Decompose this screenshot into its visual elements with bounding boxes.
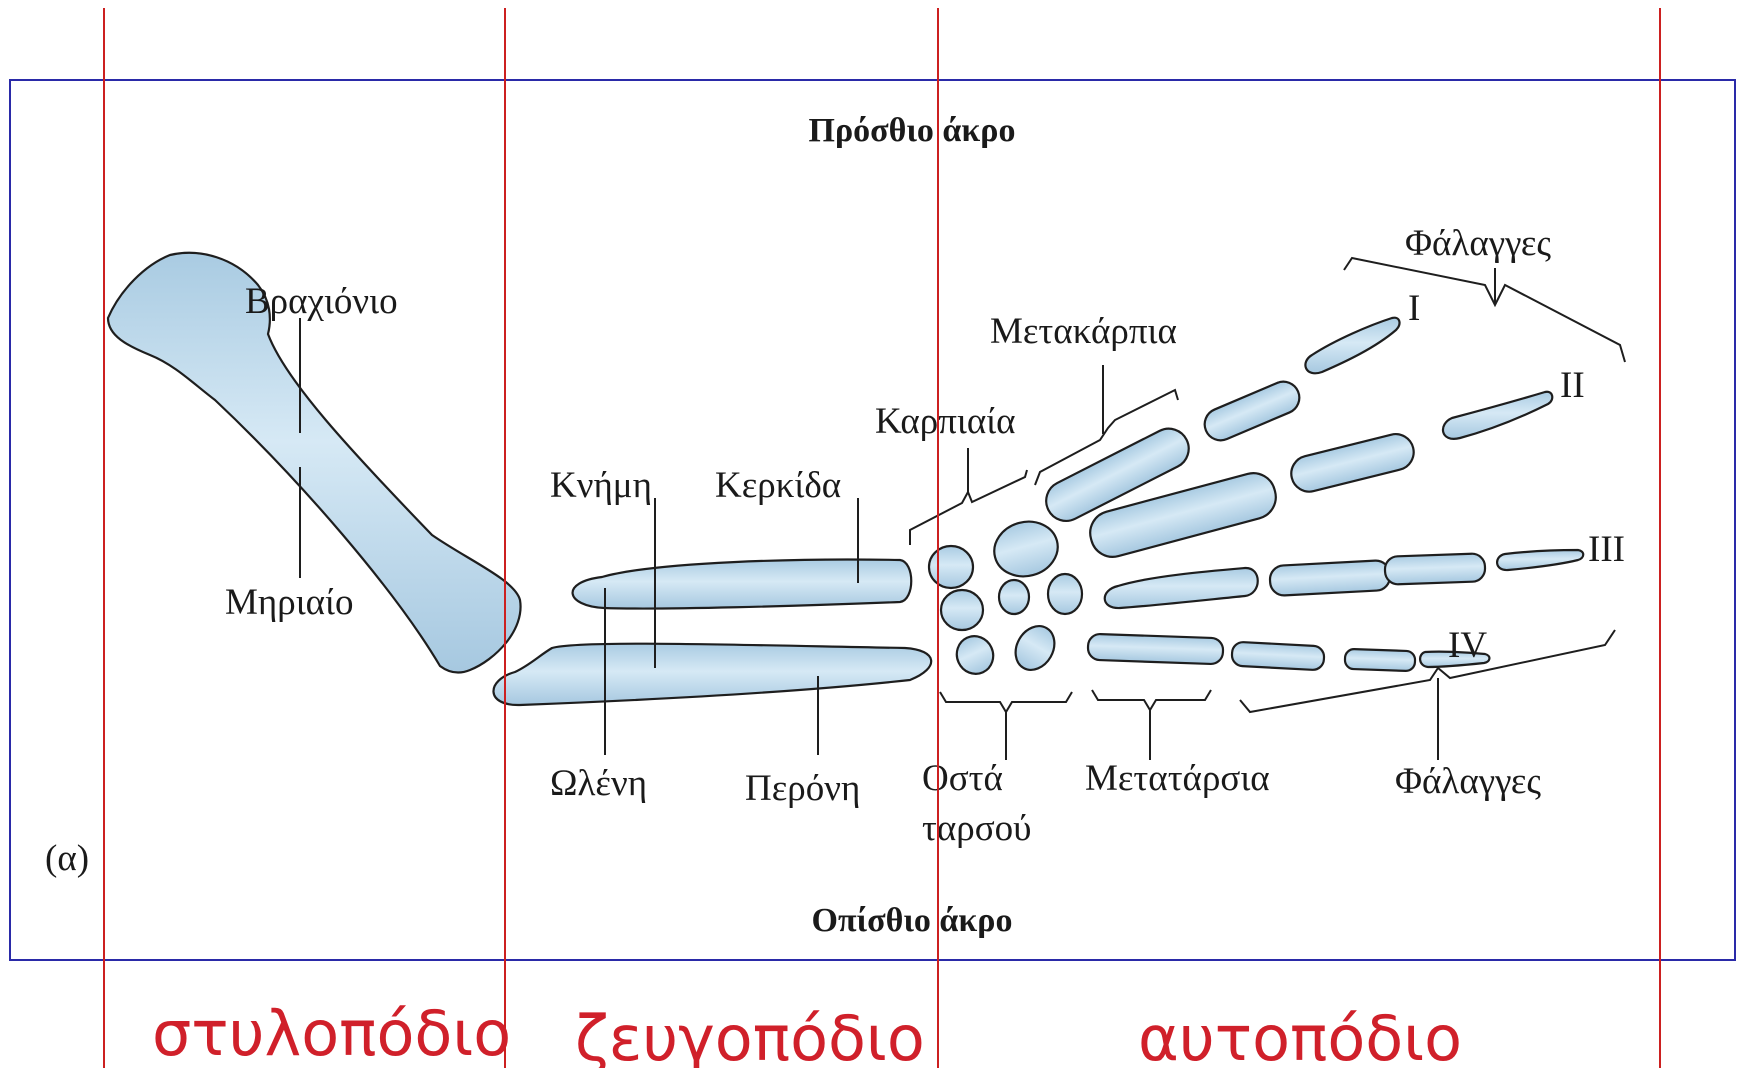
phalanx-bone: [1419, 650, 1491, 669]
carpal-bone: [939, 588, 985, 632]
humerus-femur-bone: [106, 251, 522, 674]
carpal-bone: [1046, 572, 1084, 616]
label-carpals: Καρπιαία: [875, 401, 1016, 442]
region-autopod: αυτοπόδιο: [1138, 1002, 1462, 1068]
label-ulna: Ωλένη: [550, 763, 647, 804]
label-phalanges-bottom: Φάλαγγες: [1395, 761, 1541, 802]
carpal-bone: [993, 520, 1059, 578]
region-zeugopod: ζευγοπόδιο: [575, 1002, 925, 1068]
ulna-fibula-bone: [492, 642, 933, 707]
carpal-bone: [997, 578, 1031, 616]
bracket-phalanges-bottom: [1239, 629, 1616, 714]
metatarsal-bone: [1086, 632, 1225, 666]
phalanx-bone: [1442, 390, 1554, 440]
region-stylopod: στυλοπόδιο: [152, 997, 511, 1068]
phalanx-bone: [1304, 316, 1401, 375]
front-limb-title: Πρόσθιο άκρο: [809, 112, 1016, 149]
phalanx-bone: [1230, 641, 1326, 671]
phalanx-bone: [1268, 559, 1392, 597]
label-radius: Κερκίδα: [715, 465, 841, 506]
metacarpal-bone: [1045, 427, 1190, 522]
phalanx-bone: [1383, 552, 1487, 586]
digit-label: IV: [1448, 625, 1487, 666]
label-fibula: Περόνη: [745, 768, 860, 809]
bracket-metacarpals: [1034, 388, 1179, 486]
digit-label: III: [1588, 529, 1625, 570]
bracket-tarsals: [939, 691, 1073, 714]
label-tarsal-bones: Οστά: [922, 758, 1003, 799]
label-tibia: Κνήμη: [550, 465, 652, 506]
label-femur: Μηριαίο: [225, 582, 354, 623]
metacarpal-bone: [1089, 472, 1277, 558]
label-metatarsals: Μετατάρσια: [1085, 758, 1270, 799]
label-metacarpals: Μετακάρπια: [990, 311, 1177, 352]
phalanx-bone: [1290, 433, 1415, 493]
bracket-metatarsals: [1091, 689, 1212, 712]
carpal-bone: [1014, 625, 1056, 671]
metacarpal-bone: [1103, 566, 1259, 610]
digit-label: II: [1560, 365, 1585, 406]
bracket-carpals: [909, 469, 1028, 545]
bracket-phalanges-top: [1343, 256, 1626, 363]
label-phalanges-top: Φάλαγγες: [1405, 223, 1551, 264]
tibia-radius-bone: [571, 558, 913, 610]
phalanx-bone: [1203, 380, 1301, 442]
phalanx-bone: [1496, 548, 1585, 572]
label-humerus: Βραχιόνιο: [245, 281, 398, 322]
panel-letter: (α): [45, 838, 89, 879]
digit-label: I: [1408, 288, 1420, 329]
figure-frame: [9, 79, 1736, 961]
label-tarsal-bones-2: ταρσού: [922, 808, 1031, 849]
carpal-bone: [955, 635, 995, 675]
carpal-bone: [927, 544, 975, 590]
back-limb-title: Οπίσθιο άκρο: [812, 902, 1013, 939]
phalanx-bone: [1343, 647, 1417, 673]
